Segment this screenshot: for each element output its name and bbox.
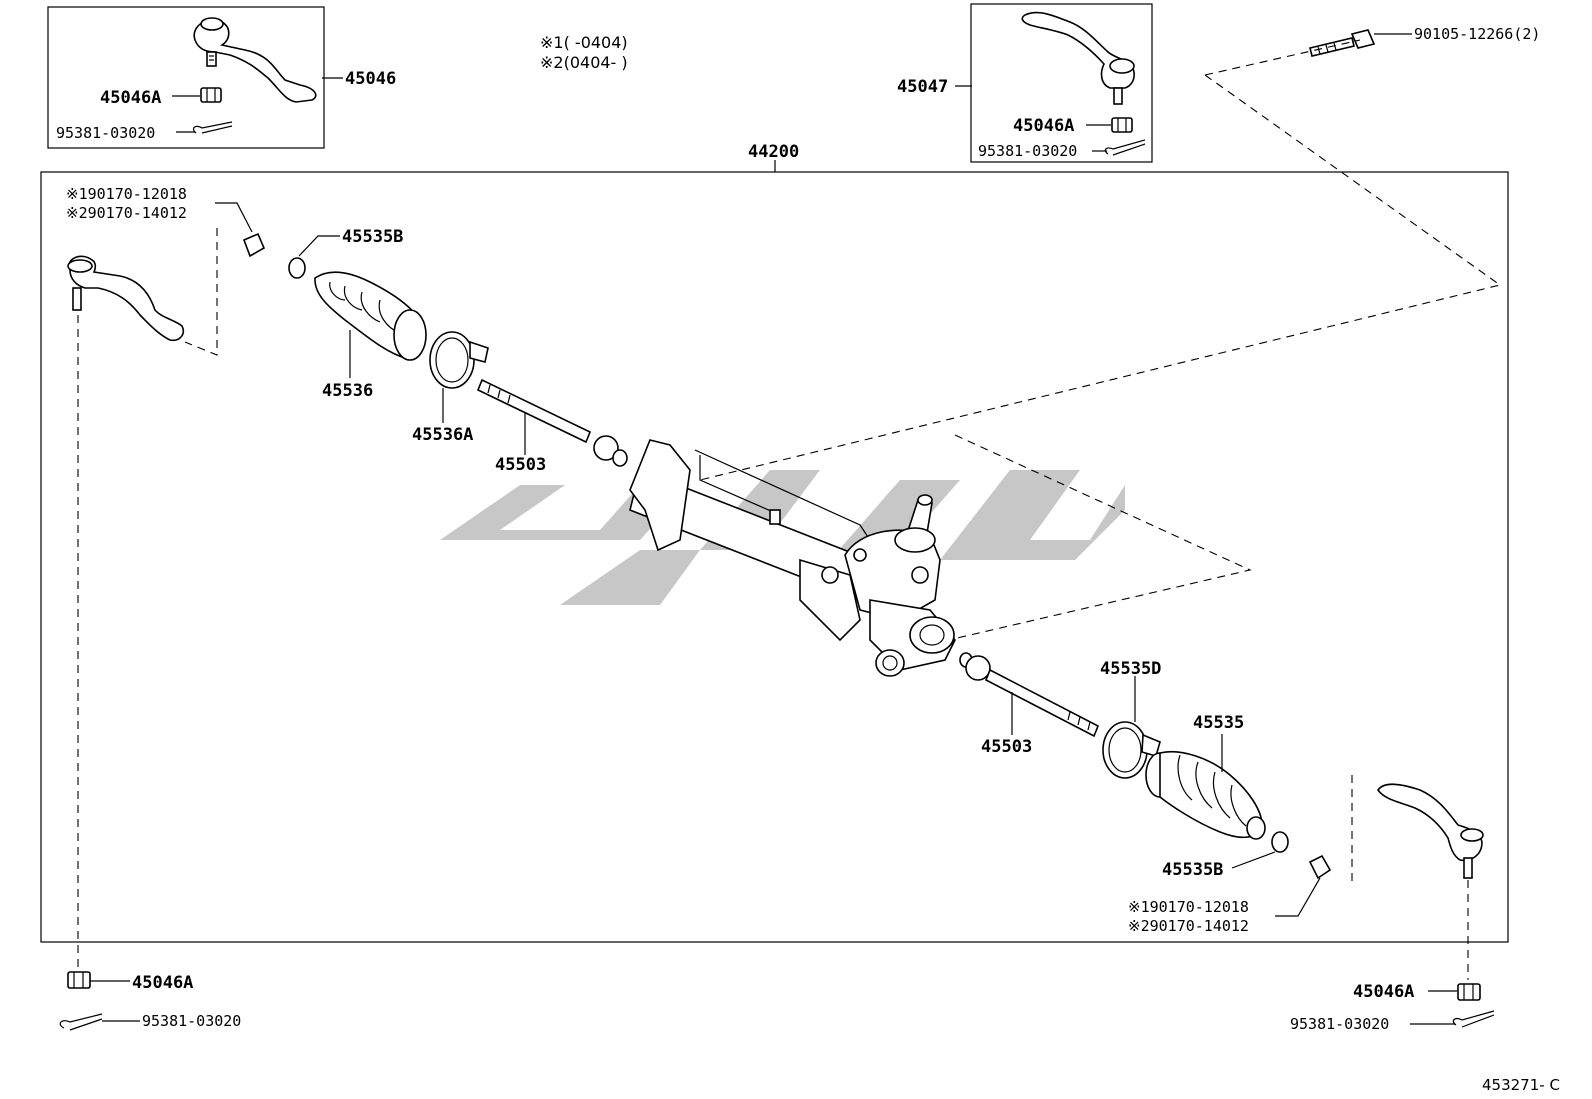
label-45535: 45535 — [1193, 713, 1244, 733]
lock-nut-left — [242, 232, 266, 258]
label-45046A-tl: 45046A — [100, 88, 161, 108]
tie-rod-end-right — [1377, 783, 1484, 879]
tie-rod-end-left — [67, 255, 185, 342]
cotter-pin-icon — [59, 1013, 103, 1031]
castle-nut-icon — [1111, 117, 1133, 133]
label-90170-14012-l: ※290170-14012 — [66, 204, 187, 222]
label-95381-tl: 95381-03020 — [56, 124, 155, 142]
tie-rod-end-45046 — [193, 17, 317, 103]
boot-45536 — [314, 271, 427, 361]
label-90105: 90105-12266(2) — [1414, 25, 1540, 43]
tie-rod-45503-left — [476, 378, 628, 467]
label-45046A-br: 45046A — [1353, 982, 1414, 1002]
clamp-45535B-right — [1271, 831, 1289, 853]
tie-rod-45503-right — [959, 652, 1100, 738]
label-95381-bl: 95381-03020 — [142, 1012, 241, 1030]
label-45536: 45536 — [322, 381, 373, 401]
castle-nut-icon — [200, 87, 222, 103]
cotter-pin-icon — [1104, 139, 1146, 156]
label-45536A: 45536A — [412, 425, 473, 445]
boot-45535 — [1145, 751, 1266, 840]
label-45046A-tr: 45046A — [1013, 116, 1074, 136]
label-45535B-l: 45535B — [342, 227, 403, 247]
clamp-45536A — [429, 331, 489, 389]
label-45047: 45047 — [897, 77, 948, 97]
label-44200: 44200 — [748, 142, 799, 162]
diagram-code: 453271- C — [1482, 1076, 1560, 1094]
note-1: ※1( -0404) — [540, 33, 628, 52]
inset-box-45047 — [970, 3, 1153, 163]
steering-rack-housing — [629, 439, 956, 677]
castle-nut-icon — [67, 971, 91, 989]
label-95381-br: 95381-03020 — [1290, 1015, 1389, 1033]
label-45046: 45046 — [345, 69, 396, 89]
bolt-icon — [1309, 29, 1376, 57]
castle-nut-icon — [1457, 983, 1481, 1001]
label-45535D: 45535D — [1100, 659, 1161, 679]
label-90170-12018-r: ※190170-12018 — [1128, 898, 1249, 916]
label-45535B-r: 45535B — [1162, 860, 1223, 880]
clamp-45535B-left — [288, 257, 306, 279]
cotter-pin-icon — [192, 121, 233, 134]
clamp-45535D — [1102, 721, 1161, 779]
label-90170-12018-l: ※190170-12018 — [66, 185, 187, 203]
label-45046A-bl: 45046A — [132, 973, 193, 993]
tie-rod-end-45047 — [1021, 11, 1135, 105]
label-90170-14012-r: ※290170-14012 — [1128, 917, 1249, 935]
label-45503-r: 45503 — [981, 737, 1032, 757]
lock-nut-right — [1308, 854, 1332, 880]
label-45503-l: 45503 — [495, 455, 546, 475]
cotter-pin-icon — [1452, 1010, 1495, 1028]
note-2: ※2(0404- ) — [540, 53, 628, 72]
label-95381-tr: 95381-03020 — [978, 142, 1077, 160]
